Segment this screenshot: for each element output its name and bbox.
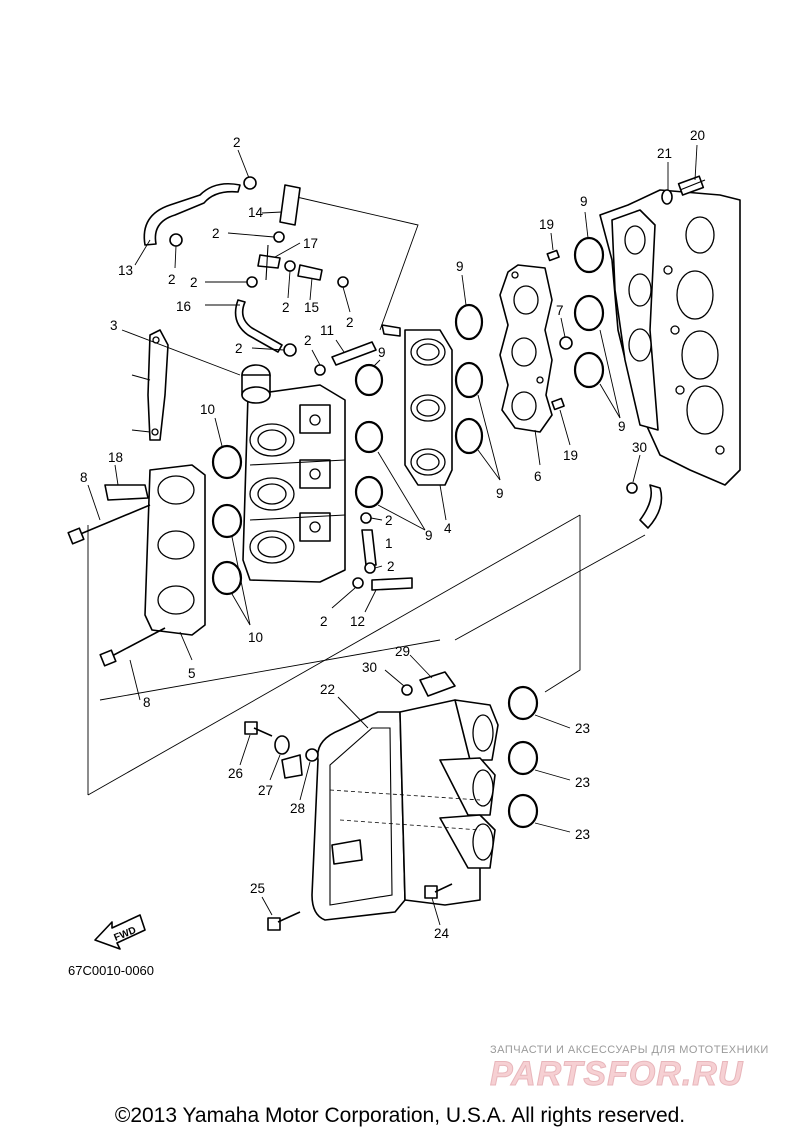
bolt-26: [239, 721, 273, 766]
callout-2: 2: [346, 315, 354, 330]
callout-29: 29: [395, 644, 410, 659]
callout-2: 2: [168, 272, 176, 287]
callout-4: 4: [444, 521, 452, 536]
bolt-8-upper: [67, 484, 151, 545]
callout-21: 21: [657, 146, 672, 161]
bolt-25: [261, 896, 301, 931]
callout-9: 9: [425, 528, 433, 543]
pipe-14: [261, 184, 301, 226]
o-rings-9-middle: [454, 274, 501, 481]
pipe-11: [331, 339, 377, 366]
bolt-8-lower: [99, 627, 166, 701]
intake-plate-4: [381, 324, 453, 521]
carburetor-assembly: [241, 364, 346, 583]
callout-3: 3: [110, 318, 118, 333]
callout-2: 2: [233, 135, 241, 150]
callout-5: 5: [188, 666, 196, 681]
gasket-6: [499, 264, 553, 466]
callout-30: 30: [362, 660, 377, 675]
fwd-arrow-icon: FWD: [94, 914, 146, 950]
callout-24: 24: [434, 926, 450, 941]
callout-9: 9: [456, 259, 464, 274]
callout-28: 28: [290, 801, 305, 816]
cylinder-block: [599, 189, 741, 486]
callout-30: 30: [632, 440, 647, 455]
bolt-24: [424, 883, 453, 926]
callout-23: 23: [575, 721, 590, 736]
clips-2: [169, 149, 383, 609]
callout-10: 10: [200, 402, 215, 417]
pin-19-upper: [546, 232, 560, 262]
callout-17: 17: [303, 236, 318, 251]
callout-11: 11: [320, 323, 334, 338]
callout-20: 20: [690, 128, 705, 143]
pin-19-lower: [551, 397, 571, 446]
callout-16: 16: [176, 299, 191, 314]
clip-30-lower: [384, 669, 413, 696]
callout-2: 2: [190, 275, 198, 290]
callout-15: 15: [304, 300, 319, 315]
callout-26: 26: [228, 766, 243, 781]
o-rings-9-right: [573, 211, 621, 419]
bolt-20: [677, 144, 706, 196]
o-rings-9-left: [354, 359, 426, 531]
callout-27: 27: [258, 783, 273, 798]
callout-2: 2: [212, 226, 220, 241]
callout-2: 2: [385, 513, 393, 528]
callout-19: 19: [563, 448, 578, 463]
callout-9: 9: [618, 419, 626, 434]
callout-19: 19: [539, 217, 554, 232]
callout-9: 9: [580, 194, 588, 209]
callout-9: 9: [378, 345, 386, 360]
callout-2: 2: [282, 300, 290, 315]
callout-22: 22: [320, 682, 335, 697]
washer-27: [269, 735, 290, 781]
callout-1: 1: [385, 536, 393, 551]
pipe-12: [364, 577, 413, 613]
callout-13: 13: [118, 263, 133, 278]
callout-18: 18: [108, 450, 123, 465]
link-rod-3: [121, 329, 241, 441]
grommet-28: [281, 748, 319, 801]
watermark-subtitle: ЗАПЧАСТИ И АКСЕССУАРЫ ДЛЯ МОТОТЕХНИКИ: [490, 1044, 769, 1056]
washer-21: [661, 162, 673, 205]
callout-14: 14: [248, 205, 264, 220]
clamp-18: [104, 464, 149, 501]
callout-25: 25: [250, 881, 265, 896]
callout-7: 7: [556, 303, 564, 318]
hose-13: [134, 182, 241, 266]
hose-15: [297, 264, 323, 301]
callout-2: 2: [387, 559, 395, 574]
hose-16: [205, 299, 283, 353]
callout-labels: 2 14 2 17 13 2 2 16 2 15 2 3 11 2 2 9 10…: [80, 128, 705, 941]
watermark-logo: PARTSFOR.RU: [489, 1055, 744, 1094]
callout-2: 2: [304, 333, 312, 348]
screw-7: [559, 317, 573, 350]
hose-1: [361, 529, 377, 566]
copyright-notice: ©2013 Yamaha Motor Corporation, U.S.A. A…: [114, 1104, 686, 1127]
diagram-code: 67C0010-0060: [68, 963, 154, 978]
callout-8: 8: [80, 470, 88, 485]
callout-2: 2: [320, 614, 328, 629]
o-rings-23: [507, 685, 571, 833]
intake-spacer-5: [144, 464, 206, 661]
callout-12: 12: [350, 614, 365, 629]
callout-23: 23: [575, 827, 590, 842]
callout-8: 8: [143, 695, 151, 710]
callout-23: 23: [575, 775, 590, 790]
callout-9: 9: [496, 486, 504, 501]
hose-30-upper: [626, 454, 663, 529]
callout-2: 2: [235, 341, 243, 356]
hose-29: [409, 654, 456, 697]
callout-6: 6: [534, 469, 542, 484]
joint-17: [257, 242, 301, 281]
o-rings-10: [211, 417, 251, 626]
reference-lines: [87, 194, 646, 796]
intake-silencer-22: [311, 696, 499, 921]
callout-10: 10: [248, 630, 263, 645]
